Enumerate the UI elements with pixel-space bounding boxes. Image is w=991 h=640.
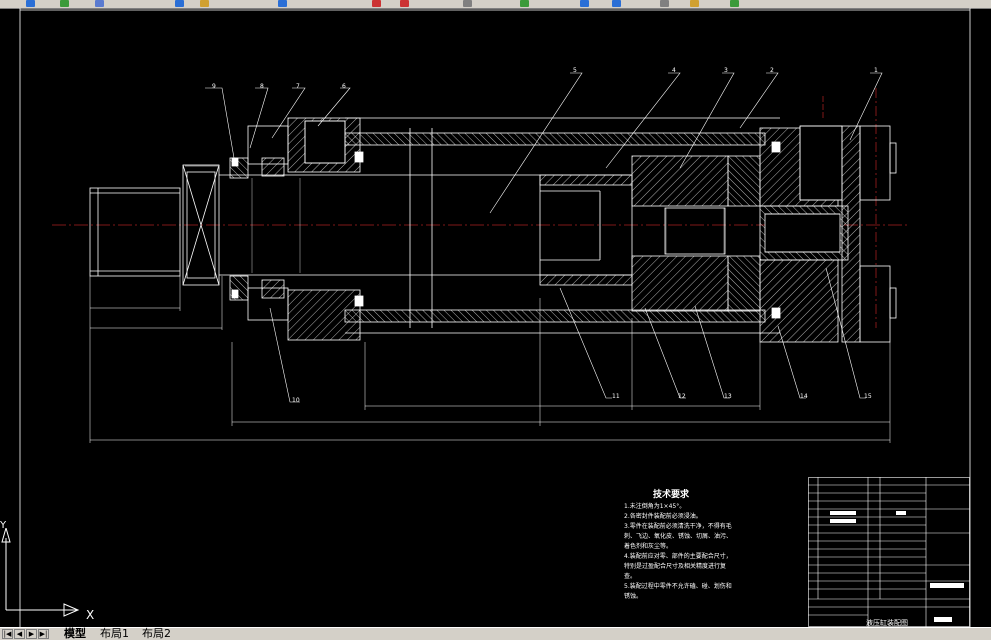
diameter-dims — [251, 178, 725, 273]
assembly-section[interactable] — [89, 117, 897, 343]
part-label: 3 — [724, 67, 728, 74]
toolbar-icon[interactable] — [175, 0, 184, 7]
prev-tab-button[interactable]: ◀ — [14, 629, 25, 639]
part-leaders — [205, 72, 883, 403]
part-label: 8 — [260, 83, 264, 90]
toolbar-icon[interactable] — [400, 0, 409, 7]
ucs-icon — [1, 528, 80, 617]
part-label-texts: 9 8 7 6 5 4 3 2 1 10 11 12 13 14 15 — [212, 67, 878, 404]
part-label: 2 — [770, 67, 774, 74]
first-tab-button[interactable]: |◀ — [2, 629, 13, 639]
tab-layout-2[interactable]: 布局2 — [142, 627, 171, 640]
tech-requirements-list: 1.未注倒角为1×45°。 2.各密封件装配前必须浸油。 3.零件在装配前必须清… — [624, 502, 732, 602]
toolbar-icon[interactable] — [612, 0, 621, 7]
part-label: 10 — [292, 397, 300, 404]
tab-layout-1[interactable]: 布局1 — [100, 627, 129, 640]
tech-requirements-title: 技术要求 — [653, 490, 690, 500]
drawing-canvas[interactable]: 9 8 7 6 5 4 3 2 1 10 11 12 13 14 15 — [0, 8, 991, 627]
dimension-lines — [89, 165, 891, 443]
cad-drawing[interactable]: 9 8 7 6 5 4 3 2 1 10 11 12 13 14 15 — [0, 8, 991, 627]
toolbar-icon[interactable] — [580, 0, 589, 7]
toolbar-icon[interactable] — [690, 0, 699, 7]
toolbar-icon[interactable] — [660, 0, 669, 7]
part-label: 15 — [864, 393, 872, 400]
toolbar-icon[interactable] — [520, 0, 529, 7]
toolbar-icon[interactable] — [95, 0, 104, 7]
tech-requirement-item: 3.零件在装配前必须清洗干净，不得有毛刺、飞边、氧化皮、锈蚀、切屑、油污、着色剂… — [624, 523, 733, 550]
parts-list-table — [808, 477, 970, 627]
tech-requirement-item: 2.各密封件装配前必须浸油。 — [624, 513, 702, 520]
part-label: 7 — [296, 83, 300, 90]
layout-tabs-bar: |◀ ◀ ▶ ▶| 模型 布局1 布局2 — [0, 627, 991, 640]
part-label: 14 — [800, 393, 808, 400]
toolbar-icon[interactable] — [372, 0, 381, 7]
toolbar-icon[interactable] — [730, 0, 739, 7]
last-tab-button[interactable]: ▶| — [38, 629, 49, 639]
toolbar-icon[interactable] — [60, 0, 69, 7]
ucs-y-label: Y — [0, 520, 7, 531]
ucs-x-label: X — [86, 608, 95, 622]
toolbar-icon[interactable] — [26, 0, 35, 7]
toolbar-icon[interactable] — [200, 0, 209, 7]
part-label: 11 — [612, 393, 620, 400]
toolbar-icon[interactable] — [463, 0, 472, 7]
tab-model[interactable]: 模型 — [64, 627, 86, 640]
part-label: 6 — [342, 83, 346, 90]
part-label: 13 — [724, 393, 732, 400]
tech-requirement-item: 1.未注倒角为1×45°。 — [624, 503, 686, 510]
tech-requirement-item: 4.装配前应对零、部件的主要配合尺寸，特别是过盈配合尺寸及相关精度进行复查。 — [624, 553, 732, 580]
part-label: 1 — [874, 67, 878, 74]
toolbar-strip — [0, 0, 991, 9]
drawing-frame — [19, 8, 971, 627]
part-label: 5 — [573, 67, 577, 74]
titleblock-drawing-name: 液压缸装配图 — [866, 619, 908, 627]
toolbar-icon[interactable] — [278, 0, 287, 7]
part-label: 4 — [672, 67, 676, 74]
part-label: 9 — [212, 83, 216, 90]
tech-requirement-item: 5.装配过程中零件不允许磕、碰、划伤和锈蚀。 — [624, 583, 732, 600]
part-label: 12 — [678, 393, 686, 400]
next-tab-button[interactable]: ▶ — [26, 629, 37, 639]
